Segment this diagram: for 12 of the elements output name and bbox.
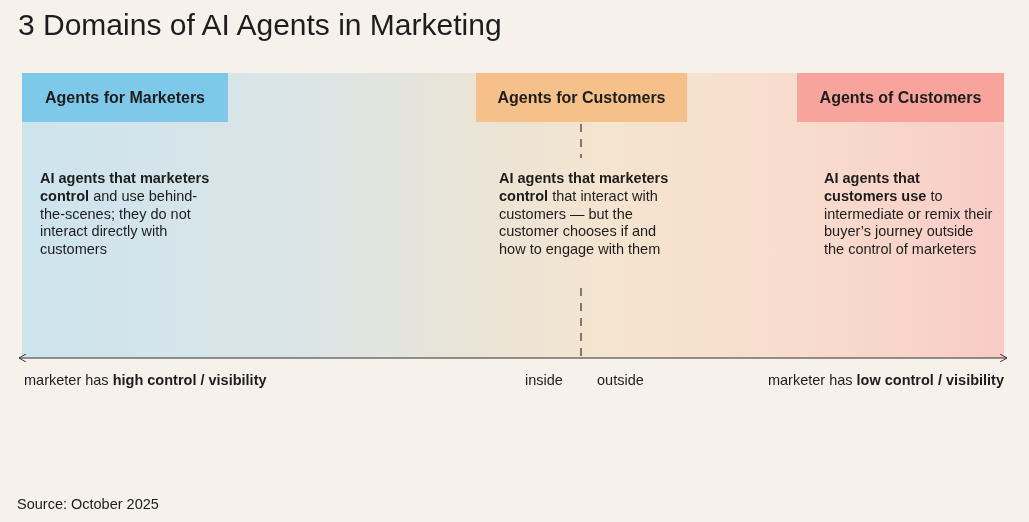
axis-label: marketer has low control / visibility [766,372,1004,390]
description-text: AI agents that customers use to intermediate or remix their buyer’s journey outside the control of marketers [824,170,994,259]
source-note: Source: October 2025 [17,496,160,514]
domain-header: Agents of Customers [797,73,1004,122]
axis-label: marketer has high control / visibility [24,372,268,390]
description-text: AI agents that marketers control that interact with customers — but the customer chooses if and how to engage with them [499,170,670,259]
domain-header: Agents for Customers [476,73,687,122]
description-text: AI agents that marketers control and use behind-the-scenes; they do not interact directly with customers [40,170,211,259]
title: 3 Domains of AI Agents in Marketing [18,8,502,42]
domain-header: Agents for Marketers [22,73,228,122]
axis-label: inside [525,372,564,390]
axis-label: outside [597,372,645,390]
